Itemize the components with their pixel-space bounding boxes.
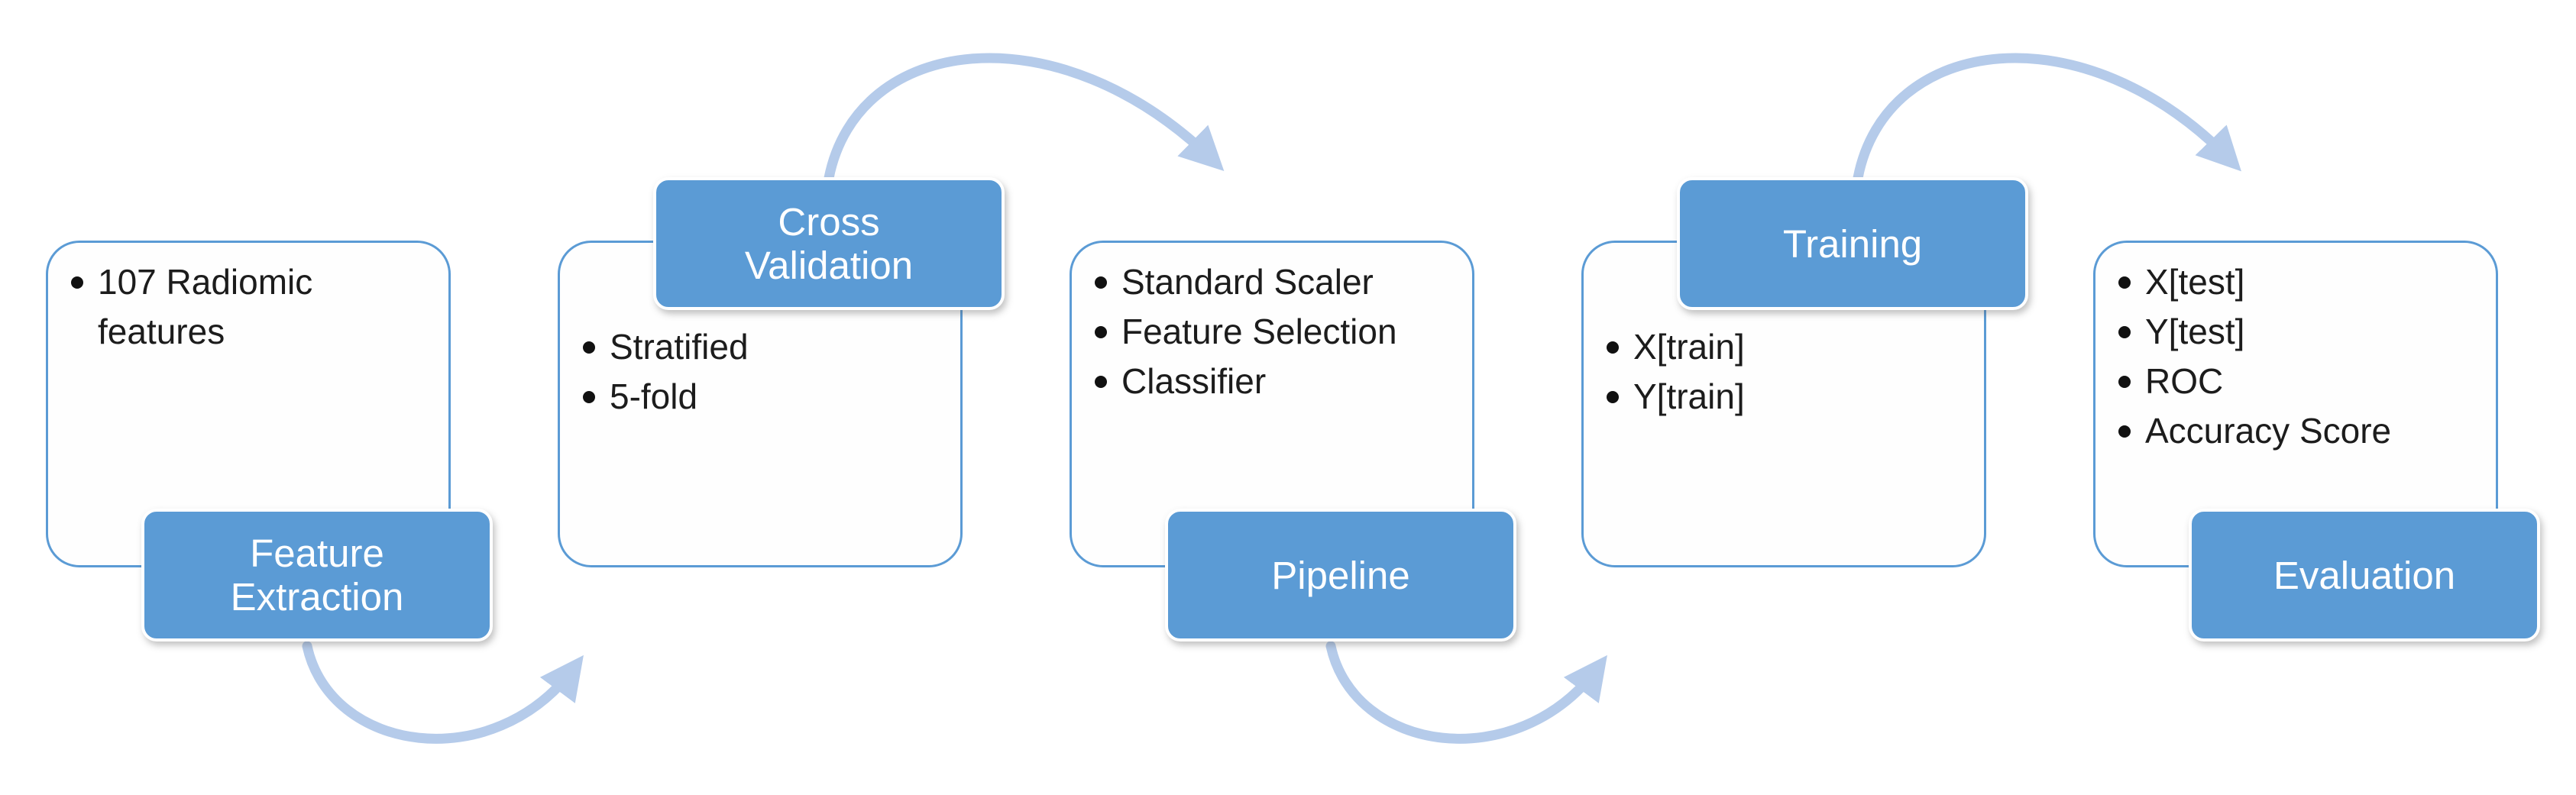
list-item: 5-fold (583, 372, 942, 422)
list-item: X[test] (2118, 257, 2477, 307)
bullet-text: Accuracy Score (2145, 411, 2392, 451)
stage-label-pipeline: Pipeline (1165, 509, 1516, 641)
bullet-list: Standard Scaler Feature Selection Classi… (1072, 243, 1472, 406)
bullet-list: X[train] Y[train] (1584, 243, 1984, 422)
stage-label-feature-extraction: Feature Extraction (141, 509, 493, 641)
stage-title-line: Extraction (230, 575, 404, 619)
list-item: Feature Selection (1095, 307, 1454, 357)
stage-title: Training (1783, 222, 1922, 266)
list-item: ROC (2118, 357, 2477, 406)
stage-title-line: Feature (250, 532, 384, 575)
stage-panel-feature-extraction: 107 Radiomic features (46, 241, 451, 567)
bullet-list: 107 Radiomic features (48, 243, 448, 357)
curved-arrow-3-icon (1325, 641, 1607, 744)
bullet-icon (1095, 257, 1121, 307)
bullet-text: Classifier (1121, 361, 1267, 401)
list-item: Y[test] (2118, 307, 2477, 357)
stage-title-line: Validation (744, 244, 914, 287)
bullet-text: Y[test] (2145, 312, 2245, 351)
bullet-icon (1095, 357, 1121, 406)
curved-arrow-1-icon (302, 641, 584, 744)
stage-title-line: Cross (778, 200, 880, 244)
bullet-text: Y[train] (1633, 376, 1745, 416)
bullet-list: Stratified 5-fold (560, 243, 960, 422)
bullet-text: Feature Selection (1121, 312, 1397, 351)
stage-title: Evaluation (2273, 554, 2455, 597)
bullet-icon (2118, 406, 2145, 456)
list-item: Stratified (583, 322, 942, 372)
bullet-text: ROC (2145, 361, 2224, 401)
bullet-text: X[test] (2145, 262, 2245, 302)
bullet-icon (71, 257, 98, 307)
stage-label-training: Training (1677, 177, 2028, 310)
list-item: Classifier (1095, 357, 1454, 406)
curved-arrow-2-icon (824, 53, 1225, 183)
bullet-icon (2118, 307, 2145, 357)
list-item: 107 Radiomic features (71, 257, 430, 357)
list-item: X[train] (1607, 322, 1966, 372)
bullet-icon (583, 372, 610, 422)
list-item: Accuracy Score (2118, 406, 2477, 456)
stage-title-line: Pipeline (1271, 553, 1410, 597)
list-item: Standard Scaler (1095, 257, 1454, 307)
stage-title: Feature Extraction (231, 532, 404, 619)
bullet-icon (583, 322, 610, 372)
bullet-icon (1095, 307, 1121, 357)
curved-arrow-4-icon (1853, 53, 2241, 183)
bullet-icon (2118, 257, 2145, 307)
bullet-icon (1607, 322, 1633, 372)
stage-label-cross-validation: Cross Validation (653, 177, 1005, 310)
bullet-icon (2118, 357, 2145, 406)
stage-title: Pipeline (1271, 554, 1409, 597)
bullet-list: X[test] Y[test] ROC Accuracy Score (2095, 243, 2496, 456)
list-item: Y[train] (1607, 372, 1966, 422)
bullet-text: 5-fold (610, 376, 698, 416)
stage-title-line: Training (1782, 221, 1923, 266)
bullet-text: X[train] (1633, 327, 1745, 367)
stage-title-line: Evaluation (2273, 553, 2456, 597)
stage-title: Cross Validation (745, 200, 913, 287)
stage-label-evaluation: Evaluation (2189, 509, 2540, 641)
bullet-text: 107 Radiomic features (98, 262, 313, 351)
bullet-icon (1607, 372, 1633, 422)
bullet-text: Standard Scaler (1121, 262, 1374, 302)
bullet-text: Stratified (610, 327, 749, 367)
